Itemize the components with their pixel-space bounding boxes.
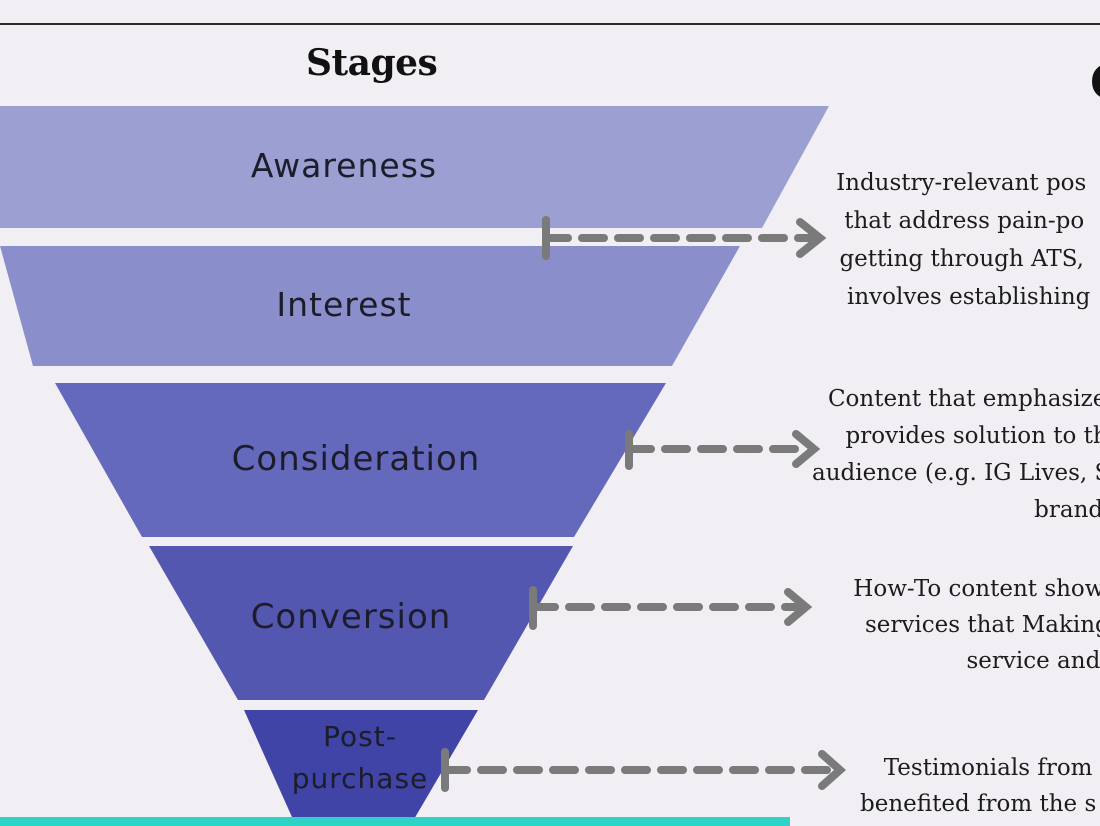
stage-label-awareness: Awareness xyxy=(250,146,438,185)
description-line: services that Making xyxy=(865,612,1100,638)
stage-band-conversion xyxy=(149,546,573,700)
stage-band-post-purchase xyxy=(244,710,478,826)
connector-arrow-post-purchase xyxy=(441,748,847,792)
description-awareness: Industry-relevant pos that address pain-… xyxy=(832,164,1090,316)
stage-band-interest xyxy=(0,246,740,366)
connector-arrow-awareness xyxy=(542,216,827,260)
description-line: that address pain-po xyxy=(844,208,1085,234)
description-line: audience (e.g. IG Lives, S xyxy=(812,460,1100,486)
stage-label-post-purchase-line2: purchase xyxy=(291,762,429,795)
description-line: Content that emphasize xyxy=(827,386,1100,412)
description-line: Testimonials from xyxy=(883,755,1093,781)
connector-arrow-conversion xyxy=(529,586,813,630)
stage-label-conversion: Conversion xyxy=(250,597,452,637)
description-line: brand xyxy=(1034,497,1100,523)
connector-arrow-consideration xyxy=(625,430,821,470)
description-line: Industry-relevant pos xyxy=(836,170,1087,196)
description-post-purchase: Testimonials from benefited from the s xyxy=(860,750,1096,822)
description-line: getting through ATS, xyxy=(839,246,1084,272)
description-consideration: Content that emphasize provides solution… xyxy=(812,381,1100,529)
stage-label-post-purchase-line1: Post- xyxy=(323,720,397,753)
description-line: How-To content show xyxy=(853,576,1100,602)
description-line: provides solution to th xyxy=(845,423,1100,449)
stage-label-consideration: Consideration xyxy=(231,439,481,479)
description-line: benefited from the s xyxy=(860,791,1097,817)
description-conversion: How-To content show services that Making… xyxy=(848,571,1100,679)
stage-label-interest: Interest xyxy=(276,285,412,324)
description-line: service and xyxy=(966,648,1100,674)
description-line: involves establishing xyxy=(847,284,1091,310)
stages-title: Stages xyxy=(306,42,438,84)
stage-band-consideration xyxy=(55,383,666,537)
video-progress-bar[interactable] xyxy=(0,817,790,826)
clipped-heading-glyph: C xyxy=(1090,55,1100,111)
top-divider xyxy=(0,23,1100,25)
stage-band-awareness xyxy=(0,106,829,228)
